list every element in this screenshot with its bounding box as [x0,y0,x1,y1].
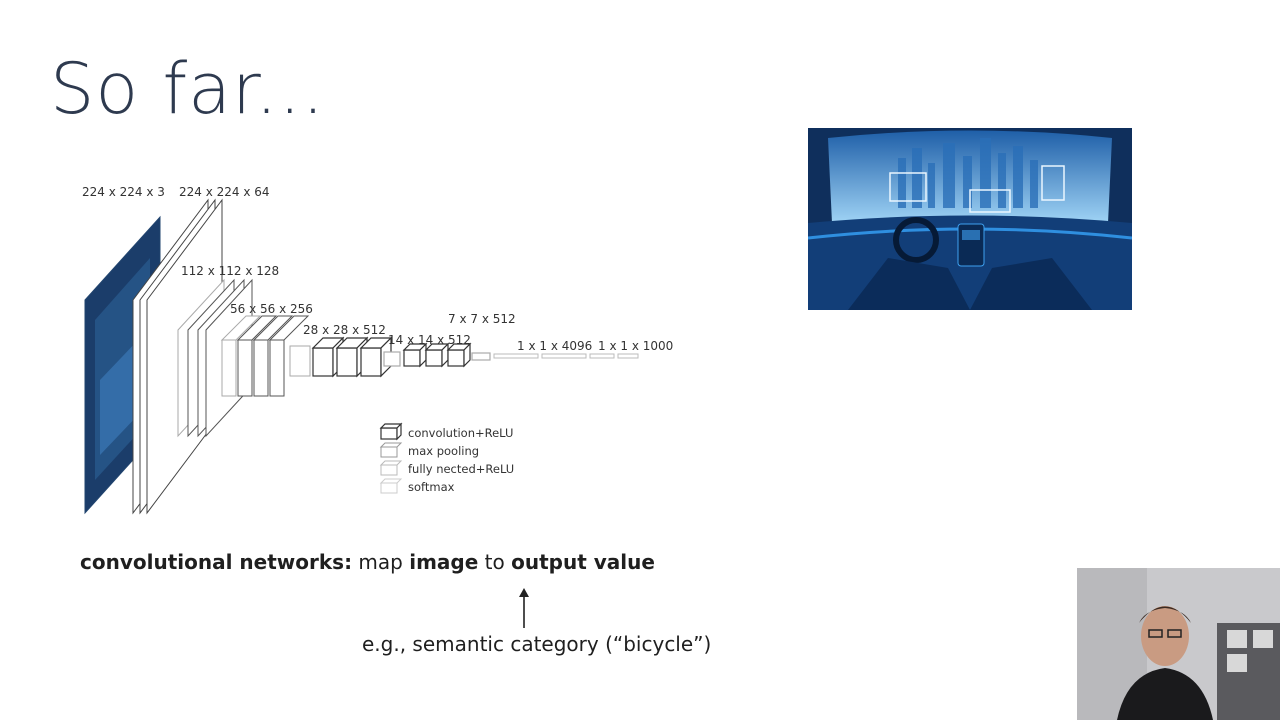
dim-conv3: 56 x 56 x 256 [230,302,313,316]
car-dashboard-illustration [808,128,1132,310]
caption-image: image [409,550,479,574]
dim-conv5: 14 x 14 x 512 [388,333,471,347]
up-arrow-icon [519,588,529,628]
legend-label-pool: max pooling [408,444,479,458]
dim-out: 1 x 1 x 1000 [598,339,673,353]
dim-conv4: 28 x 28 x 512 [303,323,386,337]
legend-label-fc: fully nected+ReLU [408,462,514,476]
caption-text-1: map [352,550,410,574]
legend-icon-softmax [379,478,403,494]
legend-icon-pool [379,442,403,458]
legend-label-softmax: softmax [408,480,455,494]
caption-text-2: to [478,550,512,574]
conv5-block [402,342,491,368]
example-label: e.g., semantic category (“bicycle”) [362,632,712,656]
caption-term: convolutional networks: [80,550,353,574]
legend-label-conv: convolution+ReLU [408,426,513,440]
legend-icon-fc [379,460,403,476]
caption: convolutional networks: map image to out… [80,550,655,574]
legend-icon-conv [379,422,403,441]
legend: convolution+ReLU max pooling fully necte… [379,422,514,494]
cnn-architecture-diagram: 224 x 224 x 3 224 x 224 x 64 112 x 112 x… [82,185,673,515]
dim-conv2: 112 x 112 x 128 [181,264,279,278]
conv4-block [311,336,401,378]
webcam-video-feed [1077,568,1280,720]
dim-input: 224 x 224 x 3 [82,185,165,199]
dim-conv1: 224 x 224 x 64 [179,185,270,199]
dim-pool5: 7 x 7 x 512 [448,312,516,326]
conv3-block [220,315,311,397]
caption-output: output value [511,550,655,574]
dim-fc: 1 x 1 x 4096 [517,339,592,353]
fc-layers [493,353,639,359]
slide-title: So far... [50,48,326,130]
